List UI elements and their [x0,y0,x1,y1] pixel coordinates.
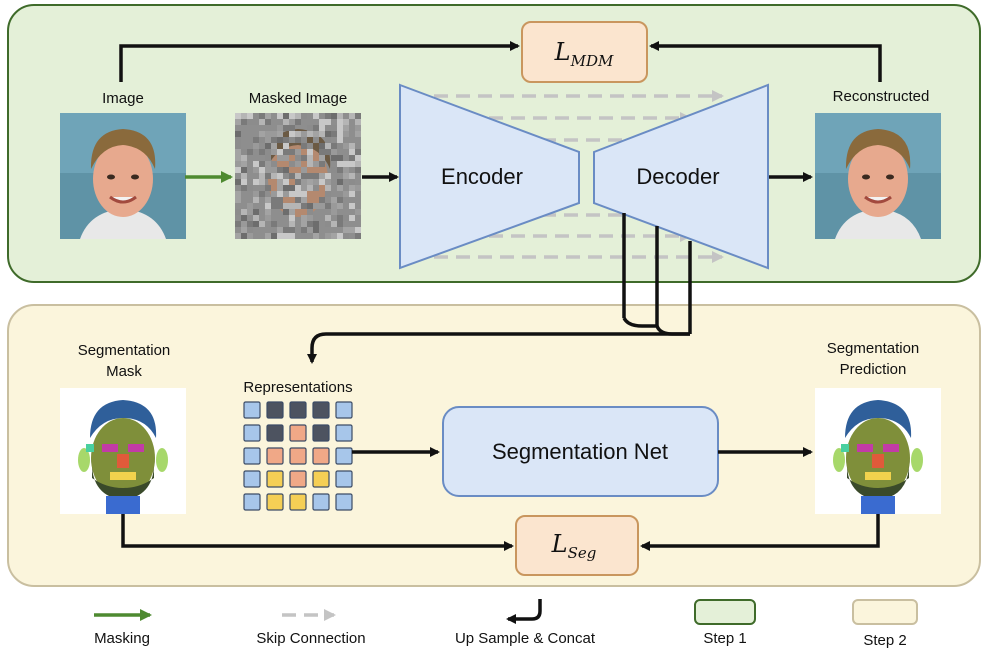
decoder-block [593,83,769,270]
representations-label: Representations [243,379,352,396]
representation-cell [266,447,284,465]
representation-cell [312,470,330,488]
representation-cell [289,401,307,419]
representation-cell [289,424,307,442]
segmentation-net-label: Segmentation Net [492,439,668,464]
seg-pred-label-2: Prediction [840,361,907,378]
legend-upsample-label: Up Sample & Concat [455,630,596,647]
representation-cell [266,401,284,419]
loss-seg-label: LSeg [551,530,597,562]
encoder-block [399,83,580,270]
legend-masking-label: Masking [94,630,150,647]
legend-skip-label: Skip Connection [256,630,365,647]
masked-face-image [235,113,361,239]
decoder-label: Decoder [636,164,719,189]
loss-mdm-label: LMDM [554,38,614,70]
reconstructed-face-image [815,113,941,239]
masked-image-label: Masked Image [249,90,347,107]
segmentation-prediction-image [815,388,941,514]
legend-step2-label: Step 2 [863,632,906,649]
seg-mask-label-2: Mask [106,363,142,380]
representation-cell [312,447,330,465]
reconstructed-label: Reconstructed [833,88,930,105]
representation-cell [335,424,353,442]
seg-mask-label-1: Segmentation [78,342,171,359]
representation-cell [243,424,261,442]
representation-cell [243,493,261,511]
representation-cell [243,470,261,488]
representation-cell [335,493,353,511]
legend-upsample-arrow [506,599,542,624]
arrow-prediction-to-loss [640,514,880,551]
representation-cell [335,401,353,419]
representation-cell [243,447,261,465]
seg-pred-label-1: Segmentation [827,340,920,357]
upsample-concat-lines [307,213,692,364]
representation-cell [312,424,330,442]
representation-cell [289,447,307,465]
representation-cell [289,470,307,488]
representation-cell [312,493,330,511]
legend-step2-swatch [852,599,918,625]
legend-step1-swatch [694,599,756,625]
arrow-reconstructed-to-loss [649,41,882,82]
image-label: Image [102,90,144,107]
representation-cell [335,470,353,488]
segmentation-mask-image [60,388,186,514]
representation-cell [335,447,353,465]
representations-grid [243,401,353,511]
representation-cell [266,493,284,511]
representation-cell [243,401,261,419]
representation-cell [289,493,307,511]
representation-cell [312,401,330,419]
arrow-image-to-loss [119,41,520,82]
legend-step1-label: Step 1 [703,630,746,647]
representation-cell [266,424,284,442]
encoder-label: Encoder [441,164,523,189]
loss-mdm-box [521,21,648,83]
representation-cell [266,470,284,488]
loss-seg-box [515,515,639,576]
arrow-mask-to-loss [121,514,514,551]
face-image [60,113,186,239]
